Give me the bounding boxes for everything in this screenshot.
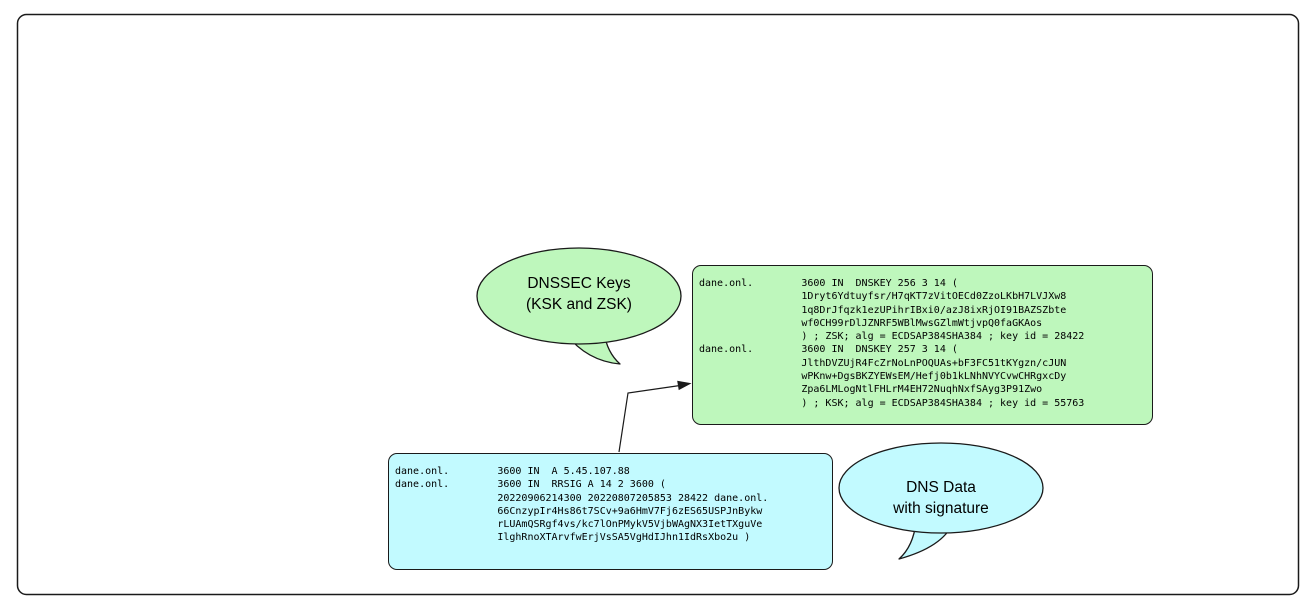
dnskey-records-text: dane.onl. 3600 IN DNSKEY 256 3 14 ( 1Dry… [699,278,1085,409]
outer-frame [16,13,1300,596]
data-bubble-label-line2: with signature [893,500,989,517]
arrow-line [618,384,681,453]
data-bubble-label: DNS Data with signature [831,477,1051,519]
dns-data-records-text: dane.onl. 3600 IN A 5.45.107.88 dane.onl… [395,466,769,544]
keys-bubble-label-line1: DNSSEC Keys [527,275,631,292]
keys-bubble-label: DNSSEC Keys (KSK and ZSK) [469,273,689,315]
dnskey-records-box: dane.onl. 3600 IN DNSKEY 256 3 14 ( 1Dry… [692,265,1153,425]
keys-bubble-ellipse [476,247,682,345]
data-bubble-label-line1: DNS Data [906,479,976,496]
arrow-head-icon [677,380,692,391]
dns-data-records-box: dane.onl. 3600 IN A 5.45.107.88 dane.onl… [388,453,833,570]
keys-bubble-label-line2: (KSK and ZSK) [526,296,632,313]
data-bubble-ellipse [838,442,1044,534]
